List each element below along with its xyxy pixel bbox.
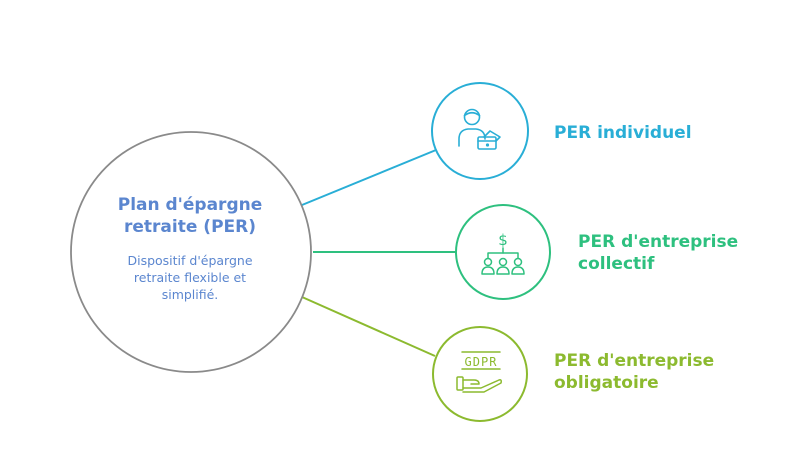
center-title: Plan d'épargne retraite (PER) (117, 195, 263, 237)
branch-node-individuel (431, 82, 529, 180)
branch-node-obligatoire (432, 326, 528, 422)
dollar-icon: $ (498, 231, 508, 249)
connector-obligatoire (301, 296, 436, 357)
branch-label-individuel: PER individuel (554, 123, 692, 143)
center-node (70, 131, 312, 373)
center-text-block: Plan d'épargne retraite (PER) Dispositif… (95, 194, 285, 303)
gdpr-text-icon: GDPR (465, 355, 498, 369)
branch-label-obligatoire: PER d'entreprise obligatoire (554, 351, 715, 393)
person-with-wallet-icon (458, 108, 501, 150)
connector-individuel (301, 149, 437, 206)
gdpr-hand-icon: GDPR (456, 351, 502, 393)
branch-label-collectif: PER d'entreprise collectif (578, 232, 739, 274)
dollar-group-icon: $ (481, 231, 525, 275)
center-description: Dispositif d'épargne retraite flexible e… (127, 253, 253, 302)
